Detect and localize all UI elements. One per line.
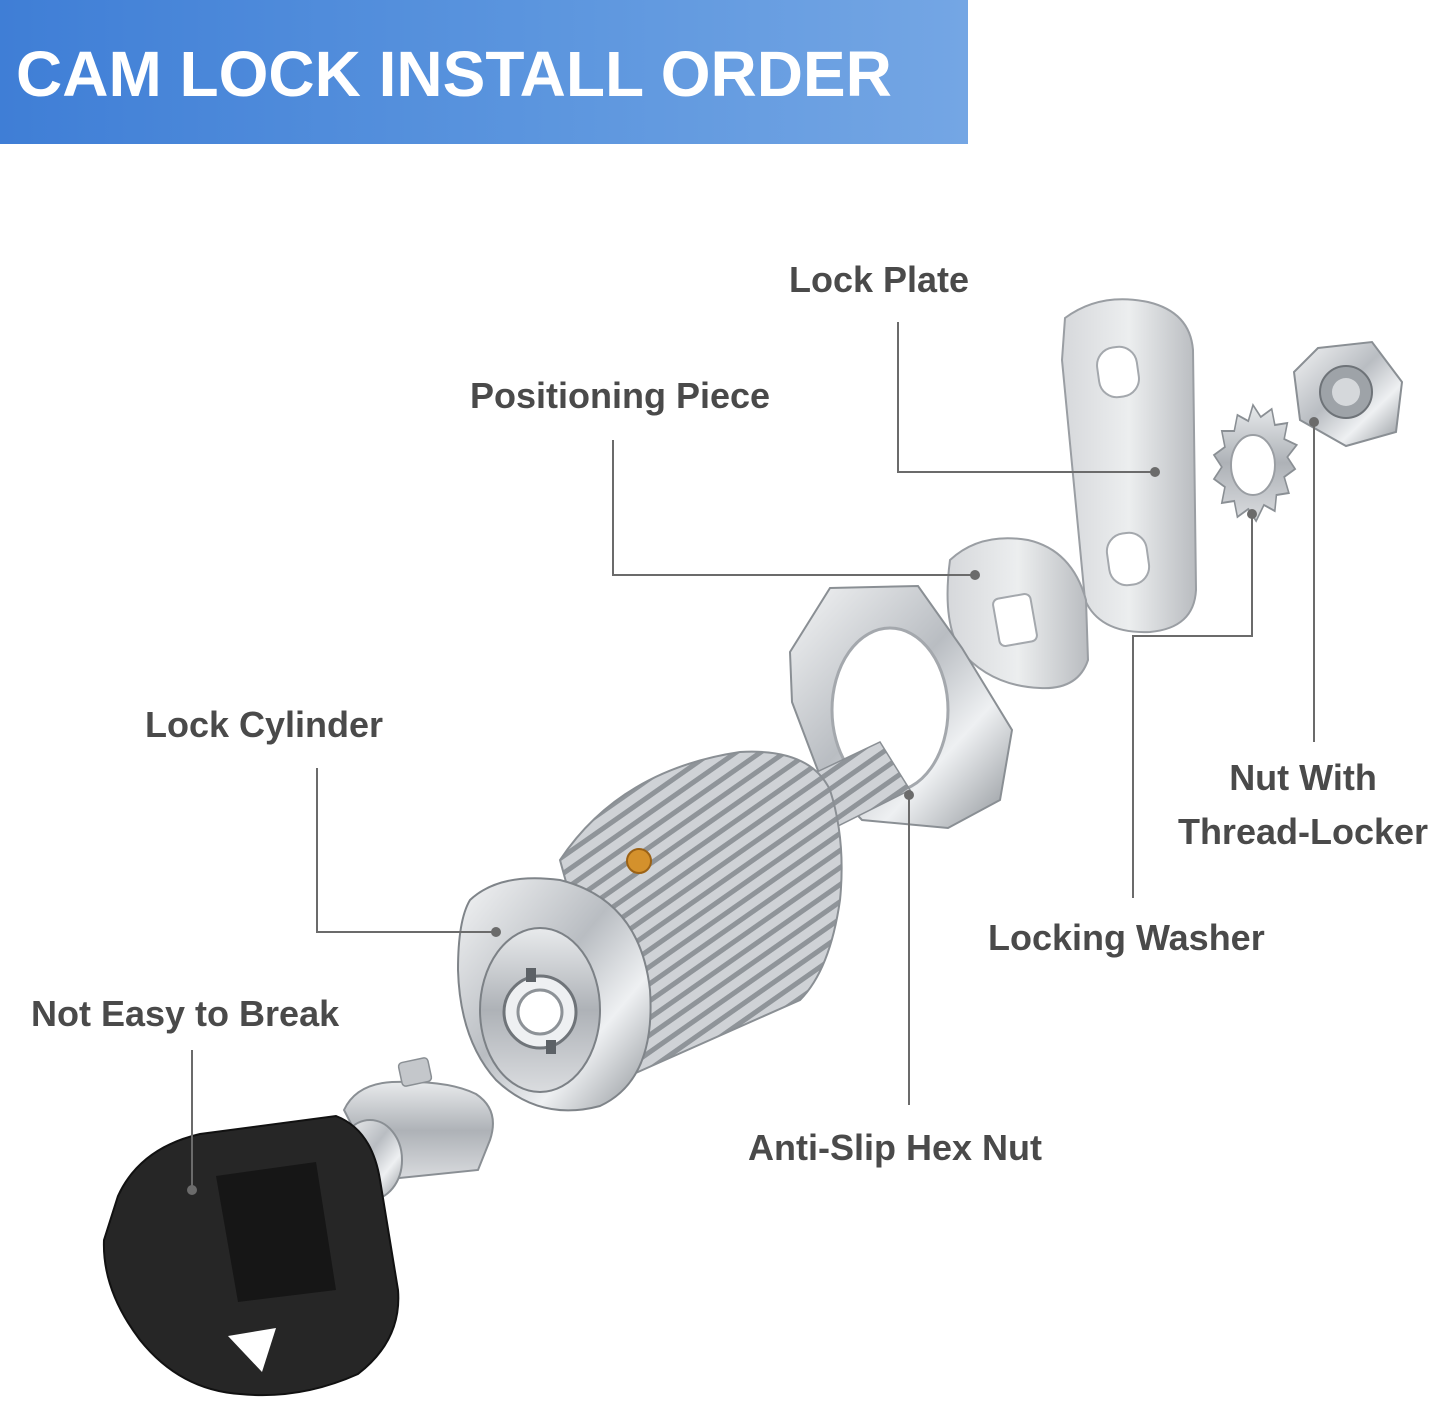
label-lock-plate: Lock Plate [789,259,970,300]
label-positioning-piece: Positioning Piece [470,375,771,416]
leader-positioning-piece [612,440,975,576]
label-lock-cylinder: Lock Cylinder [145,704,384,745]
key-icon [102,1057,494,1397]
nut-with-thread-locker [1292,340,1404,448]
label-nut-with-thread-locker: Nut With Thread-Locker [1164,756,1442,854]
leader-lines [191,322,1315,1190]
lock-plate [1060,298,1198,634]
label-locking-washer: Locking Washer [988,917,1265,958]
leader-dots [187,417,1319,1195]
page-title: CAM LOCK INSTALL ORDER [16,38,892,110]
leader-locking-washer [1132,514,1253,898]
title-banner: CAM LOCK INSTALL ORDER [0,0,968,144]
leader-lock-cylinder [316,768,496,933]
label-nut-line1: Nut With [1229,757,1377,798]
label-not-easy-to-break: Not Easy to Break [31,993,340,1034]
label-nut-line2: Thread-Locker [1177,811,1429,852]
lock-cylinder-body [456,750,843,1112]
leader-lock-plate [897,322,1155,473]
locking-washer [1212,403,1299,523]
label-anti-slip-hex-nut: Anti-Slip Hex Nut [748,1127,1042,1168]
